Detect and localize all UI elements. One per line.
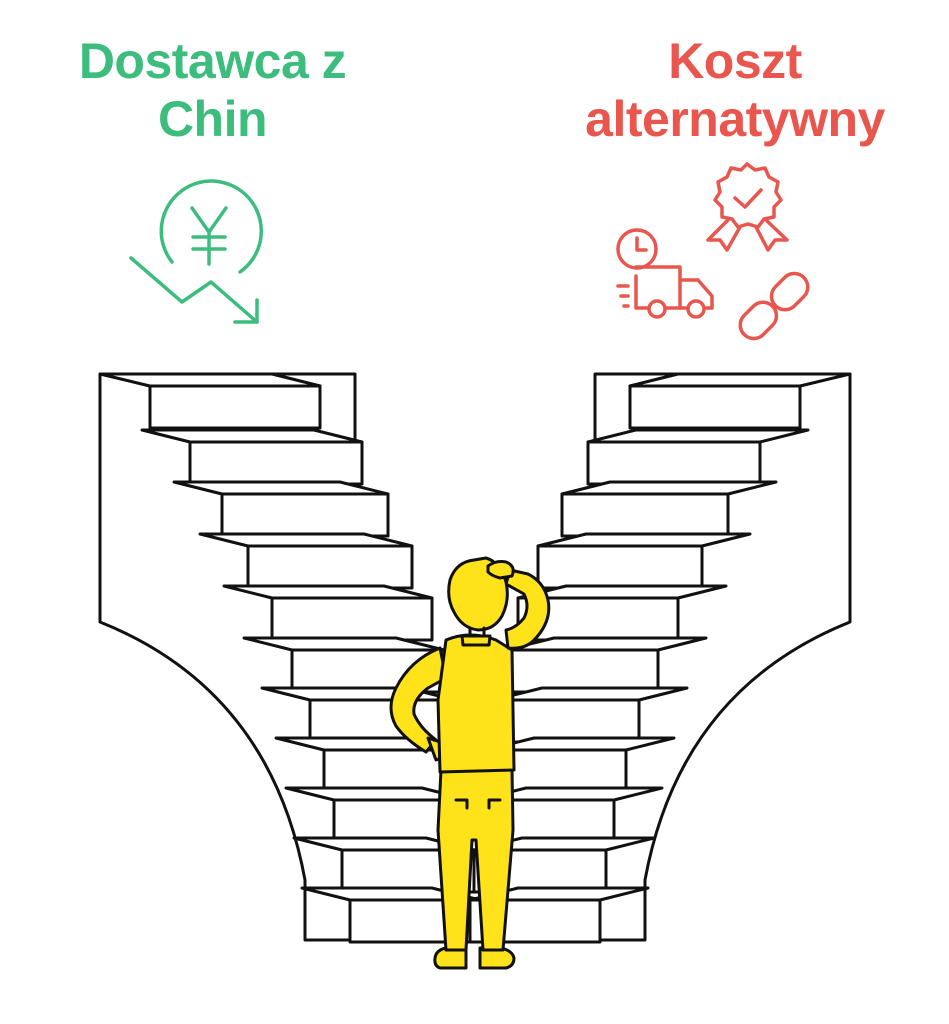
right-top-landing	[628, 372, 852, 388]
left-step-riser	[148, 384, 322, 430]
right-step-riser	[560, 492, 730, 538]
right-option-title: Koszt alternatywny	[585, 33, 885, 147]
right-step-riser	[536, 544, 704, 590]
left-top-landing	[98, 372, 322, 388]
confused-person-icon	[389, 556, 551, 970]
left-step-riser	[308, 698, 457, 744]
delivery-truck-icon	[616, 265, 714, 319]
right-step-riser	[492, 698, 641, 744]
left-step-riser	[220, 492, 390, 538]
award-badge-icon	[706, 162, 789, 252]
right-step-riser	[586, 440, 762, 486]
left-step-riser	[246, 544, 414, 590]
left-option-title: Dostawca z Chin	[78, 33, 347, 147]
opportunity-cost-icons	[616, 162, 810, 341]
left-step-riser	[270, 596, 434, 642]
right-step-riser	[628, 384, 802, 430]
clock-icon	[616, 228, 658, 270]
left-step-riser	[188, 440, 364, 486]
right-step-riser	[504, 648, 660, 694]
chain-link-icon	[738, 271, 810, 341]
yen-falling-icon	[129, 179, 264, 324]
